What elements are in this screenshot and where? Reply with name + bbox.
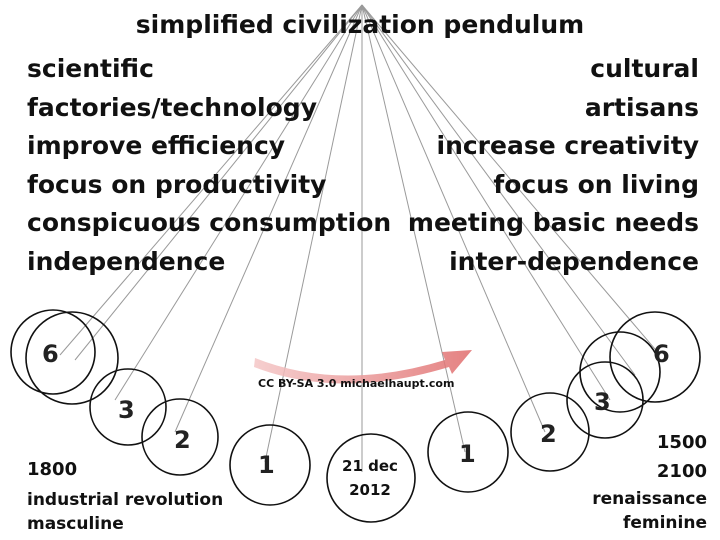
bob-number: 2 — [174, 426, 191, 454]
right-year: 2100 — [656, 461, 707, 482]
bob-number: 6 — [42, 340, 59, 368]
string — [264, 4, 363, 463]
left-labels: industrial revolution masculine — [27, 488, 223, 536]
right-item: focus on living — [493, 169, 699, 199]
swing-arrow-icon — [254, 350, 472, 384]
string — [361, 4, 661, 356]
left-item: conspicuous consumption — [27, 208, 392, 237]
right-item: artisans — [584, 92, 699, 122]
bob-left-2 — [141, 398, 219, 476]
bob-right-2 — [510, 392, 590, 472]
bob-center — [326, 433, 416, 523]
right-column: cultural artisans increase creativity fo… — [408, 50, 699, 281]
credit-text: CC BY-SA 3.0 michaelhaupt.com — [258, 377, 455, 390]
left-item: independence — [27, 246, 226, 276]
left-item: factories/technology — [27, 92, 317, 122]
left-item: scientific — [27, 54, 154, 83]
string — [74, 4, 363, 361]
left-item: improve efficiency — [27, 131, 286, 160]
string — [174, 4, 363, 433]
bob-left-1 — [229, 424, 311, 506]
left-label: masculine — [27, 514, 124, 534]
bob-left-6-back — [10, 309, 96, 395]
right-labels: renaissance feminine — [592, 487, 707, 535]
bob-number: 3 — [118, 396, 135, 424]
bob-number: 1 — [459, 440, 476, 468]
bob-number: 6 — [653, 340, 670, 368]
right-item: meeting basic needs — [407, 208, 699, 237]
right-bobs — [427, 311, 701, 493]
right-years: 1500 2100 — [657, 428, 707, 486]
bob-number: 2 — [540, 420, 557, 448]
bob-right-6-back — [579, 331, 661, 413]
bob-left-3 — [89, 368, 167, 446]
bob-right-1 — [427, 411, 509, 493]
bob-left-6 — [25, 311, 119, 405]
right-label: renaissance — [592, 489, 707, 509]
left-year: 1800 — [27, 459, 78, 480]
center-date: 21 dec 2012 — [328, 454, 412, 502]
string — [59, 4, 363, 356]
left-item: focus on productivity — [27, 169, 327, 199]
left-bobs — [10, 309, 311, 506]
bob-right-6 — [609, 311, 701, 403]
string — [361, 4, 611, 401]
right-item: increase creativity — [436, 131, 700, 160]
string — [361, 4, 546, 433]
right-item: cultural — [590, 54, 699, 83]
center-date-line: 21 dec — [342, 457, 398, 475]
string — [361, 4, 636, 376]
left-label: industrial revolution — [27, 490, 224, 510]
right-label: feminine — [622, 513, 707, 533]
string — [114, 4, 363, 401]
bob-number: 3 — [594, 388, 611, 416]
left-column: scientific factories/technology improve … — [27, 50, 391, 281]
center-date-line: 2012 — [349, 481, 391, 499]
pendulum-strings — [59, 4, 661, 472]
right-item: inter-dependence — [449, 246, 699, 276]
string — [361, 4, 466, 453]
right-year: 1500 — [656, 432, 707, 453]
bob-number: 1 — [258, 451, 275, 479]
page-title: simplified civilization pendulum — [135, 10, 585, 39]
